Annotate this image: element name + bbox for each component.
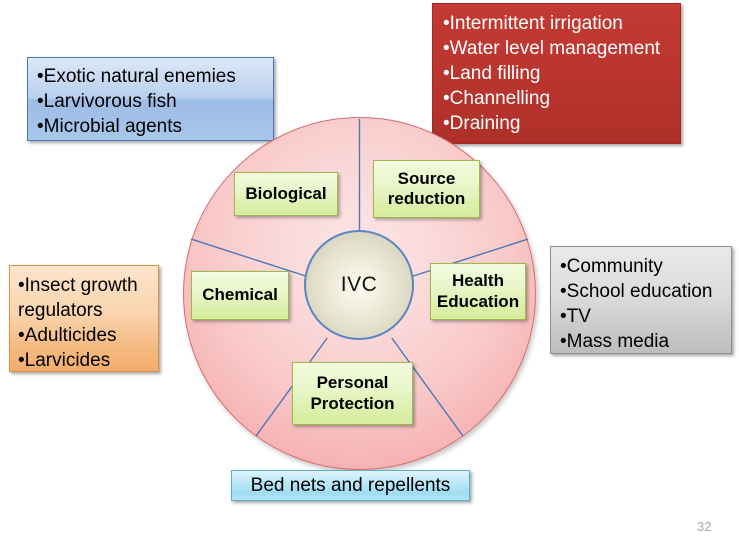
callout-source-reduction-methods: •Intermittent irrigation •Water level ma…	[432, 3, 681, 144]
callout-bullet: •Exotic natural enemies	[37, 66, 236, 87]
callout-chemical-methods: •Insect growth regulators •Adulticides •…	[9, 265, 159, 372]
callout-health-education-methods: •Community •School education •TV •Mass m…	[550, 246, 732, 354]
callout-bullet: •Larvicides	[18, 350, 111, 372]
wheel-hub: IVC	[304, 230, 414, 340]
callout-bullet: •Adulticides	[18, 325, 117, 347]
page-number: 32	[697, 519, 712, 534]
callout-personal-protection-methods: Bed nets and repellents	[231, 470, 470, 501]
callout-bullet: •Mass media	[560, 331, 670, 353]
callout-text: Bed nets and repellents	[250, 475, 451, 496]
wheel-spoke-chemical[interactable]: Chemical	[191, 271, 289, 320]
callout-bullet: •Channelling	[443, 88, 551, 110]
callout-bullet: •Intermittent irrigation	[443, 13, 623, 34]
callout-bullet: •TV	[560, 306, 591, 328]
callout-bullet: •Water level management	[443, 38, 661, 60]
callout-bullet: •Draining	[443, 113, 521, 135]
wheel-spoke-label: Biological	[245, 183, 327, 203]
callout-bullet: •Insect growth regulators	[18, 275, 138, 322]
wheel-hub-label: IVC	[340, 273, 378, 296]
callout-bullet: •Land filling	[443, 63, 541, 85]
callout-bullet: •Larvivorous fish	[37, 91, 177, 113]
wheel-spoke-biological[interactable]: Biological	[234, 172, 338, 216]
callout-bullet: •Community	[560, 256, 663, 277]
callout-bullet: •School education	[560, 281, 713, 303]
callout-bullet: •Microbial agents	[37, 116, 182, 138]
wheel-spoke-label: Chemical	[202, 285, 278, 305]
callout-biological-methods: •Exotic natural enemies •Larvivorous fis…	[27, 57, 274, 141]
